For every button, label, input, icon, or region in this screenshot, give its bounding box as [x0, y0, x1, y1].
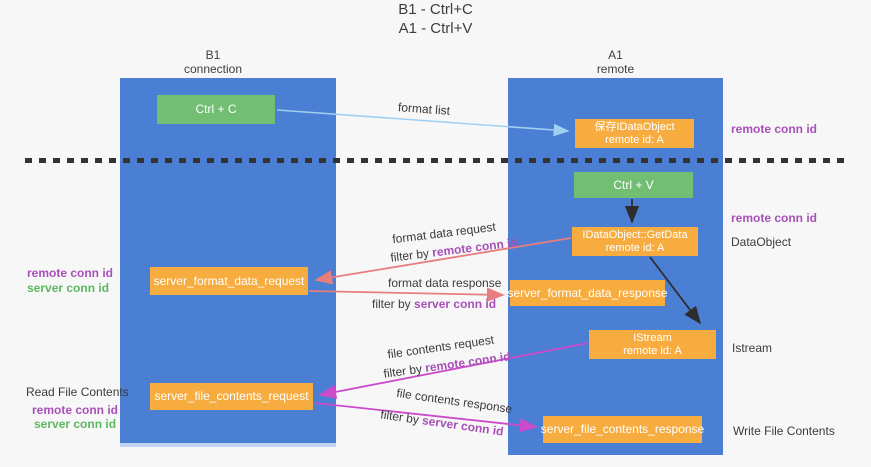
filter-by-text: filter by — [379, 407, 420, 427]
annotation-istream: Istream — [732, 341, 773, 355]
node-server-file-contents-request: server_file_contents_request — [150, 383, 313, 410]
node-server-format-data-response: server_format_data_response — [507, 280, 668, 306]
node-ctrl-v: Ctrl + V — [574, 172, 693, 198]
annotation-write-file-contents: Write File Contents — [733, 424, 835, 438]
node-istream-remote-id: remote id: A — [623, 344, 682, 357]
lane-a1-role: remote — [596, 62, 635, 76]
node-istream: IStream remote id: A — [589, 330, 716, 359]
server-conn-id-text: server conn id — [414, 297, 497, 311]
node-getdata-title: IDataObject::GetData — [582, 228, 688, 241]
filter-by-text: filter by — [389, 246, 430, 265]
annotation-dataobject: DataObject — [731, 235, 792, 249]
lane-b1-name: B1 — [205, 48, 221, 62]
node-idataobject-getdata: IDataObject::GetData remote id: A — [572, 227, 698, 256]
node-save-idataobject: 保存IDataObject remote id: A — [575, 119, 694, 148]
node-server-format-data-request: server_format_data_request — [150, 267, 308, 295]
node-ctrl-v-label: Ctrl + V — [613, 177, 654, 192]
title-line-1: B1 - Ctrl+C — [398, 1, 473, 18]
annotation-remote-conn-id-left-2: remote conn id — [32, 403, 119, 417]
label-filter-by-server-1: filter by server conn id — [372, 297, 496, 311]
filter-by-text: filter by — [372, 297, 411, 311]
label-format-list: format list — [397, 100, 451, 118]
node-save-idataobject-remote-id: remote id: A — [605, 133, 664, 146]
annotation-server-conn-id-left-1: server conn id — [27, 281, 110, 295]
lane-header-b1: B1 connection — [105, 48, 321, 76]
lane-a1-name: A1 — [608, 48, 623, 62]
node-ctrl-c-label: Ctrl + C — [195, 102, 237, 116]
filter-by-text: filter by — [382, 361, 423, 381]
node-ctrl-c: Ctrl + C — [157, 95, 275, 124]
node-save-idataobject-title: 保存IDataObject — [594, 120, 675, 133]
lane-b1-role: connection — [183, 62, 243, 76]
annotation-server-conn-id-left-2: server conn id — [34, 417, 117, 431]
annotation-remote-conn-id-top-right: remote conn id — [731, 122, 818, 136]
node-getdata-remote-id: remote id: A — [605, 241, 665, 254]
node-server-format-data-request-label: server_format_data_request — [153, 273, 305, 288]
arrow-format-data-response — [308, 287, 505, 302]
annotation-remote-conn-id-left-1: remote conn id — [27, 266, 114, 280]
annotation-read-file-contents: Read File Contents — [26, 385, 129, 399]
label-format-data-response: format data response — [388, 276, 502, 290]
node-server-format-data-response-label: server_format_data_response — [507, 285, 668, 300]
node-server-file-contents-response: server_file_contents_response — [540, 416, 705, 443]
server-conn-id-text: server conn id — [421, 413, 505, 439]
annotation-remote-conn-id-mid-right: remote conn id — [731, 211, 818, 225]
phase-divider-dashed-line — [25, 158, 845, 163]
node-server-file-contents-request-label: server_file_contents_request — [154, 389, 309, 403]
lane-header-a1: A1 remote — [508, 48, 723, 76]
diagram-title: B1 - Ctrl+C A1 - Ctrl+V — [0, 0, 871, 38]
node-istream-title: IStream — [633, 331, 672, 344]
title-line-2: A1 - Ctrl+V — [398, 20, 473, 37]
node-server-file-contents-response-label: server_file_contents_response — [540, 422, 705, 436]
